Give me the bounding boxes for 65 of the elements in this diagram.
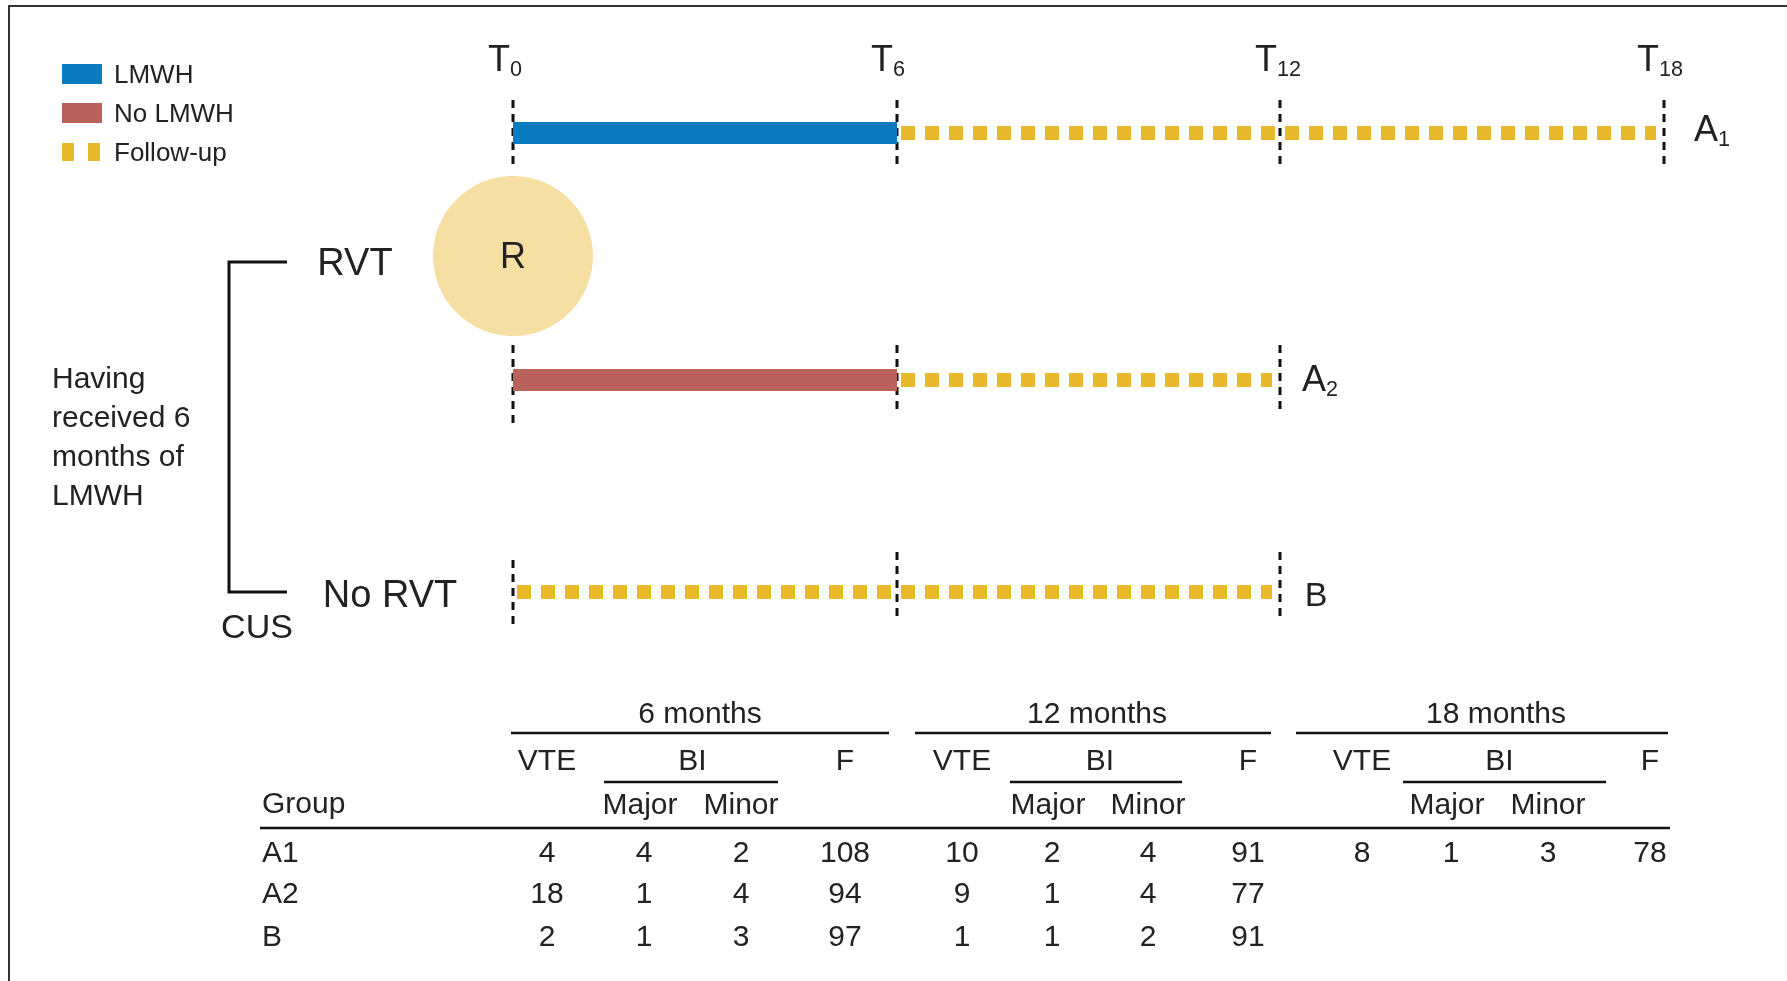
table-value: 2 [1043,837,1061,867]
arm-label: A$_{1}$ [1694,110,1730,150]
column-header: VTE [932,745,992,775]
table-value: 1 [635,878,653,908]
table-value: 97 [828,921,862,951]
table-value: 4 [538,837,556,867]
column-header: F [1238,745,1258,775]
table-value: 4 [732,878,750,908]
time-point-label: T$_{12}$ [1255,40,1301,80]
column-header: Minor [1110,789,1186,819]
legend-label: No LMWH [114,100,234,126]
table-value: 108 [819,837,871,867]
column-header: Major [1010,789,1086,819]
column-header: BI [678,745,707,775]
column-header: Major [602,789,678,819]
column-header: 12 months [1026,698,1168,728]
column-header: Group [262,788,346,818]
column-header: Minor [703,789,779,819]
table-value: 77 [1231,878,1265,908]
time-point-label: T$_{0}$ [488,40,522,80]
table-value: 91 [1231,921,1265,951]
column-header: 18 months [1425,698,1567,728]
table-value: 10 [945,837,979,867]
table-value: 2 [538,921,556,951]
time-point-label: T$_{6}$ [871,40,905,80]
column-header: F [1640,745,1660,775]
table-value: 3 [732,921,750,951]
arm-label: B [1304,577,1328,611]
method-label: CUS [221,609,293,643]
table-value: 91 [1231,837,1265,867]
table-value: 4 [635,837,653,867]
arm-label: A$_{2}$ [1302,360,1338,400]
table-value: 4 [1139,837,1157,867]
group-label: No RVT [322,575,458,613]
table-value: 2 [732,837,750,867]
table-value: 3 [1539,837,1557,867]
table-value: 78 [1633,837,1667,867]
legend-label: LMWH [114,61,194,87]
row-header: A1 [262,837,299,867]
row-header: B [262,921,282,951]
table-value: 8 [1353,837,1371,867]
table-value: 1 [1043,921,1061,951]
table-value: 1 [1442,837,1460,867]
table-value: 4 [1139,878,1157,908]
note-text: Having received 6 months of LMWH [52,360,192,513]
table-value: 1 [635,921,653,951]
column-header: BI [1085,745,1115,775]
column-header: BI [1485,745,1514,775]
column-header: VTE [1332,745,1392,775]
table-value: 1 [1043,878,1061,908]
table-value: 94 [828,878,862,908]
group-label: RVT [317,243,393,281]
row-header: A2 [262,878,299,908]
column-header: Major [1409,789,1485,819]
time-point-label: T$_{18}$ [1637,40,1683,80]
column-header: Minor [1510,789,1586,819]
column-header: VTE [517,745,577,775]
randomization-circle: R [433,176,593,336]
table-value: 1 [953,921,971,951]
table-value: 2 [1139,921,1157,951]
table-value: 18 [530,878,564,908]
column-header: F [835,745,855,775]
legend-label: Follow-up [114,139,227,165]
column-header: 6 months [638,698,762,728]
table-value: 9 [953,878,971,908]
